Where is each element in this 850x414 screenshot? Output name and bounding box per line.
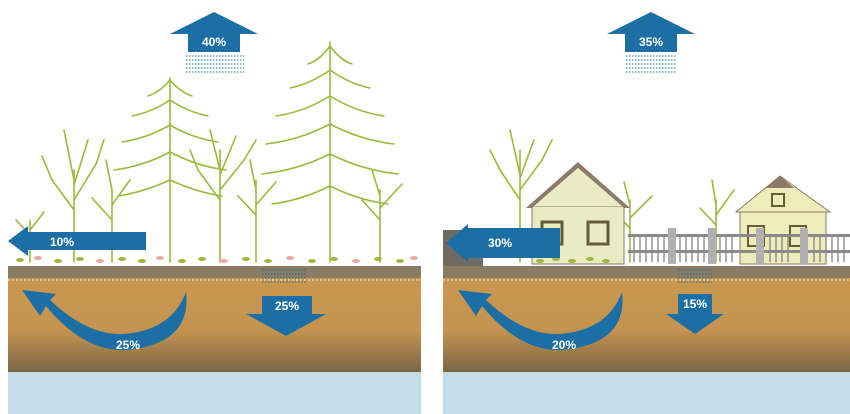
- groundwater-layer: [8, 372, 421, 414]
- deep-infiltration-arrow: 15%: [666, 269, 724, 334]
- ground-leaves: [16, 256, 418, 263]
- evaporation-label: 35%: [639, 35, 663, 49]
- deep-infiltration-arrow: 25%: [246, 269, 326, 336]
- shallow-infiltration-arrow: 20%: [458, 290, 623, 352]
- runoff-arrow: 10%: [8, 226, 146, 256]
- topsoil-layer: [443, 266, 850, 278]
- deep-infiltration-label: 25%: [275, 299, 299, 313]
- topsoil-layer: [8, 266, 421, 278]
- runoff-label: 10%: [50, 235, 74, 249]
- evaporation-arrow: 35%: [607, 12, 695, 73]
- shallow-infiltration-label: 25%: [116, 338, 140, 352]
- runoff-arrow: 30%: [446, 224, 560, 262]
- shallow-infiltration-label: 20%: [552, 338, 576, 352]
- panel-developed: 35% 30% 20% 15%: [443, 12, 850, 414]
- fence: [628, 228, 850, 264]
- evaporation-arrow: 40%: [170, 12, 258, 73]
- evaporation-label: 40%: [202, 35, 226, 49]
- panel-natural: 40% 10% 25% 25%: [8, 12, 421, 414]
- vegetation: [15, 41, 403, 263]
- deep-infiltration-label: 15%: [683, 297, 707, 311]
- shallow-infiltration-arrow: 25%: [22, 290, 187, 352]
- runoff-label: 30%: [488, 236, 512, 250]
- groundwater-layer: [443, 372, 850, 414]
